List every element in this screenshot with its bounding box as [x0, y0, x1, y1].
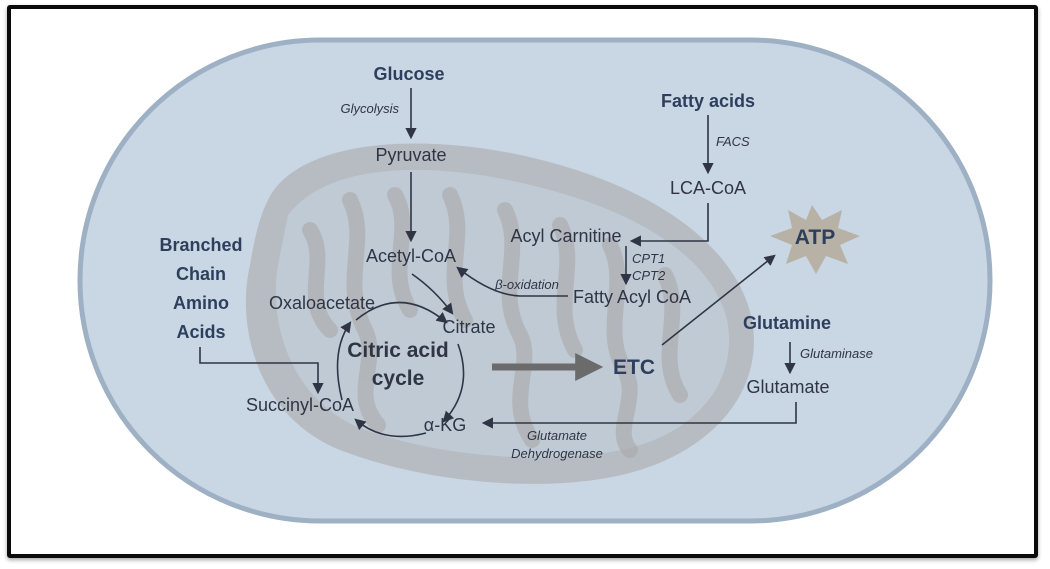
- bcaa-label-3: Amino: [173, 293, 229, 313]
- cycle-label-2: cycle: [372, 367, 425, 390]
- acetyl-citrate-arrow: [411, 273, 454, 315]
- etc-label: ETC: [613, 356, 655, 379]
- glutaminase-label: Glutaminase: [800, 346, 873, 361]
- etc-atp-arrow: [661, 254, 776, 346]
- fatty-acyl-coa-label: Fatty Acyl CoA: [573, 287, 691, 307]
- fatty-acids-label: Fatty acids: [661, 91, 755, 111]
- facs-label: FACS: [716, 134, 750, 149]
- bcaa-label-2: Chain: [176, 264, 226, 284]
- acetyl-coa-label: Acetyl-CoA: [366, 246, 456, 266]
- acyl-carnitine-label: Acyl Carnitine: [510, 226, 621, 246]
- bcaa-label-4: Acids: [176, 322, 225, 342]
- glycolysis-label: Glycolysis: [340, 101, 399, 116]
- glutamate-akg-arrow: [481, 402, 797, 429]
- citric-acid-cycle-ring: [336, 301, 465, 438]
- akg-label: α-KG: [424, 415, 466, 435]
- succinyl-coa-label: Succinyl-CoA: [246, 395, 354, 415]
- beta-oxidation-arrow: [456, 266, 568, 297]
- glutamate-label: Glutamate: [746, 377, 829, 397]
- lca-acylcarnitine-arrow: [629, 203, 709, 247]
- cpt2-label: CPT2: [632, 268, 666, 283]
- glucose-label: Glucose: [373, 64, 444, 84]
- cycle-label-1: Citric acid: [347, 339, 449, 362]
- beta-oxidation-label: β-oxidation: [494, 277, 559, 292]
- atp-starburst: [770, 205, 860, 274]
- gdh-label-1: Glutamate: [527, 428, 587, 443]
- pyruvate-label: Pyruvate: [375, 145, 446, 165]
- mitochondrion: [245, 143, 754, 484]
- atp-label: ATP: [795, 226, 835, 249]
- cpt1-label: CPT1: [632, 251, 665, 266]
- lca-coa-label: LCA-CoA: [670, 178, 746, 198]
- bcaa-succinyl-arrow: [199, 347, 324, 395]
- glutamine-label: Glutamine: [743, 313, 831, 333]
- oxaloacetate-label: Oxaloacetate: [269, 293, 375, 313]
- gdh-label-2: Dehydrogenase: [511, 446, 603, 461]
- bcaa-label-1: Branched: [159, 235, 242, 255]
- citrate-label: Citrate: [442, 317, 495, 337]
